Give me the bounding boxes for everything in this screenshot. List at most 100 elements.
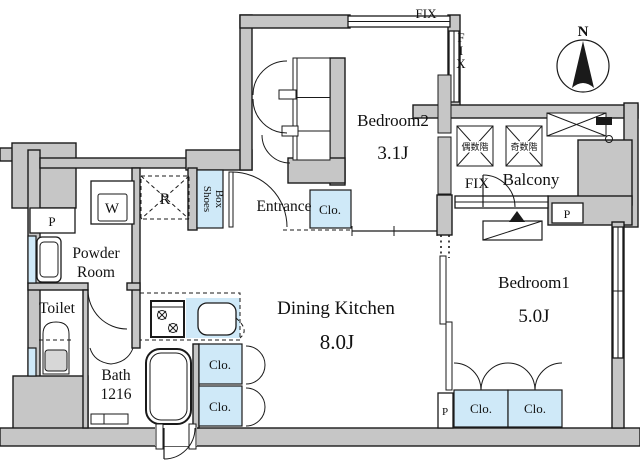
refrigerator-x1: [140, 175, 190, 220]
bath-counter: [90, 413, 129, 425]
shoes-box: [196, 169, 224, 229]
toilet-seat: [44, 349, 68, 372]
wall-powder-toilet-2: [126, 282, 141, 291]
kitchen-counter-outline: [139, 292, 241, 341]
wet-area: [29, 175, 192, 425]
wall-bath-right: [192, 343, 200, 429]
balcony-drain-hatch: [596, 117, 612, 125]
bedroom1-size: 5.0J: [518, 306, 549, 327]
bath-name: Bath: [101, 367, 131, 384]
bedroom2-window-upper-sash: [437, 74, 452, 134]
bath-fold-door-right: [110, 347, 134, 365]
bedroom1-fixtures: [453, 174, 563, 428]
wall-top-main: [39, 157, 197, 169]
hatch-even-d2: [456, 125, 494, 167]
wall-powder-toilet-1: [27, 282, 89, 291]
wall-bottom-outer: [0, 427, 640, 447]
dk-closet-upper-door-arc-2: [245, 364, 266, 385]
entrance-name: Entrance: [256, 198, 311, 215]
corridor-door-arc-3: [261, 134, 291, 164]
wall-top-left-block: [11, 142, 77, 209]
balcony-x-rect-d2: [546, 112, 607, 137]
bedroom2-size: 3.1J: [377, 143, 408, 164]
dk-closet-lower-label: Clo.: [209, 399, 231, 414]
door-hinge-block-1: [278, 89, 297, 100]
bottom-door-arc: [163, 427, 196, 460]
dk-closet-upper-door-arc-1: [245, 345, 266, 366]
refrigerator-box: [140, 175, 190, 220]
dining-kitchen-size: 8.0J: [320, 330, 354, 354]
refrigerator-label: R: [160, 191, 171, 208]
partition-panel-1: [439, 255, 447, 325]
b1-closet-door-arc-1: [453, 362, 482, 391]
balcony-door-arc: [482, 174, 516, 208]
pipe-space-label-bedroom1: P: [442, 406, 448, 418]
bedroom1-closet-right: [507, 389, 563, 428]
hatch-even-label: 偶数階: [461, 141, 488, 152]
corridor-closet-strip: [292, 57, 331, 161]
powder-room-name-1: Powder: [72, 245, 120, 262]
shoes-box-label-1: Shoes: [201, 186, 213, 212]
entrance-closet-label: Clo.: [319, 202, 341, 217]
upper-corridor: [252, 57, 331, 164]
windows: [27, 15, 624, 377]
bathtub: [145, 348, 192, 425]
kitchen-sink: [197, 302, 237, 336]
washbasin-bowl: [39, 241, 59, 278]
washer-symbol: [97, 193, 128, 222]
b1-closet-left-label: Clo.: [470, 401, 492, 416]
compass: N: [556, 24, 610, 93]
toilet-window: [27, 347, 37, 377]
wall-powder-right: [131, 167, 141, 349]
powder-room-name-2: Room: [77, 264, 115, 281]
b1-closet-door-arc-2: [480, 362, 509, 391]
b1-closet-door-arc-3: [507, 362, 536, 391]
refrigerator-x2: [140, 175, 190, 220]
pipe-space-box-bedroom1: [437, 392, 454, 429]
entrance-door-leaf: [228, 171, 234, 228]
sink-drain-line: [235, 317, 245, 339]
wall-balcony-corner-block: [577, 139, 633, 206]
kitchen: [139, 292, 245, 341]
wall-corridor-bottom: [287, 157, 346, 184]
dk-closets: [198, 343, 266, 427]
dk-closet-lower-door-arc-2: [245, 406, 266, 427]
fix-label-balcony: FIX: [465, 176, 489, 192]
pipe-space-label-balcony: P: [564, 207, 571, 221]
entrance-closet: [309, 189, 352, 229]
door-hinge-block-2: [281, 125, 299, 137]
compass-north-label: N: [578, 24, 589, 40]
bedroom2-window-lower-sash: [437, 136, 452, 195]
bath-fold-door-left: [89, 347, 112, 365]
stove: [150, 300, 185, 338]
pipe-space-box-left: [29, 207, 76, 234]
bedroom1-ac-diagonal: [482, 220, 543, 241]
powder-door-arc: [87, 289, 128, 330]
dk-closet-upper-label: Clo.: [209, 357, 231, 372]
bottom-door-gap: [155, 427, 197, 446]
bedroom1-marker-triangle: [509, 211, 525, 222]
wall-upper-section-top: [239, 14, 351, 29]
bottom-door: [155, 423, 197, 460]
stove-burner-1: [157, 310, 167, 320]
powder-room-window: [27, 235, 37, 284]
dk-closet-lower-door-arc-1: [245, 387, 266, 408]
bottom-door-frame-right: [188, 423, 197, 450]
compass-circle: [556, 39, 610, 93]
wall-upper-section-left: [239, 14, 253, 171]
fix-label-top: FIX: [416, 6, 438, 21]
bottom-door-frame-left: [155, 423, 164, 450]
shoes-box-label-2: Box: [213, 190, 225, 209]
bedroom1-name: Bedroom1: [498, 273, 570, 292]
bathtub-inner: [149, 352, 188, 421]
pipe-space-label-left: P: [48, 214, 55, 229]
entrance-door-arc: [231, 171, 288, 228]
balcony-drain-circle: [605, 135, 613, 143]
corridor-door-arc-1: [252, 60, 288, 96]
bedroom1-closet-left: [453, 389, 509, 428]
walls: [0, 14, 640, 447]
dk-closet-lower: [198, 385, 243, 427]
